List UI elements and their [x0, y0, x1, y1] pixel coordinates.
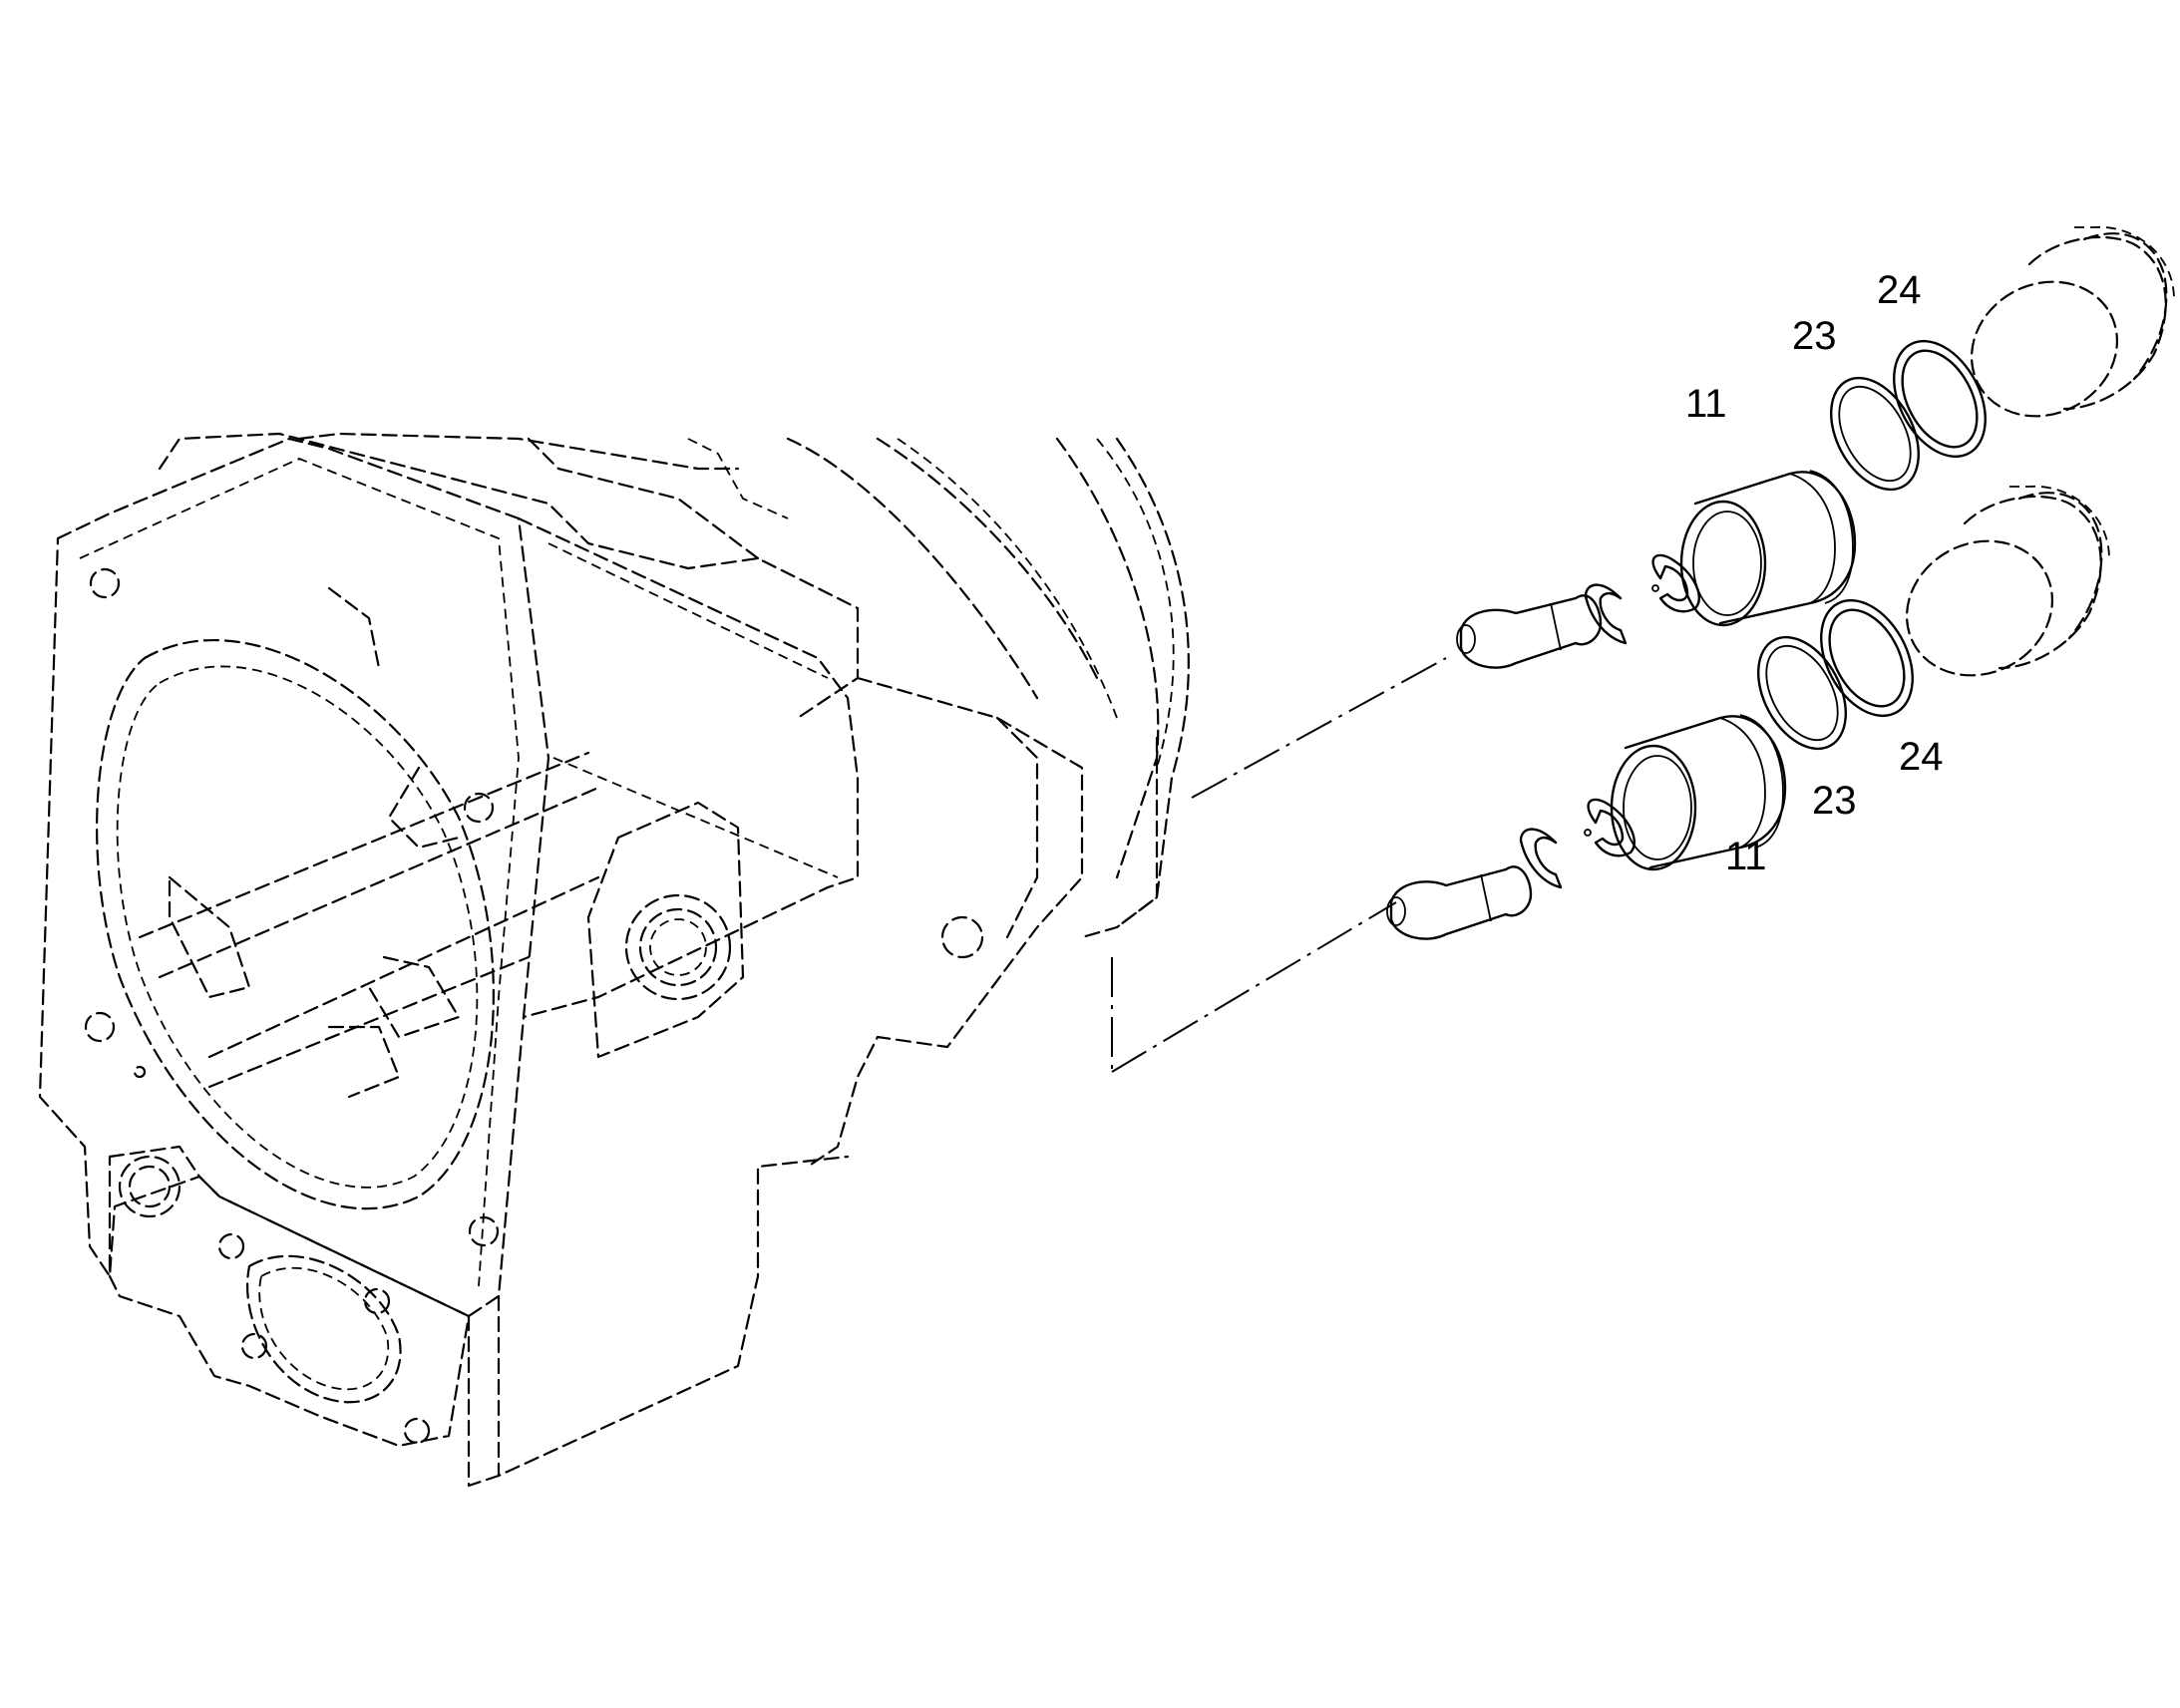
- backup-ring-upper: [1893, 339, 1987, 459]
- pin-upper: [1456, 594, 1603, 669]
- retaining-ring-upper-1: [1584, 583, 1628, 645]
- plug-lower: [1905, 486, 2110, 677]
- callout-labels: 24 23 11 24 23 11: [1685, 268, 1944, 878]
- retaining-ring-lower-2: [1587, 798, 1635, 857]
- callout-11-lower: 11: [1725, 835, 1767, 878]
- sleeve-upper: [1679, 470, 1857, 627]
- o-ring-upper: [1829, 376, 1921, 492]
- callout-24-lower: 24: [1899, 735, 1944, 779]
- plug-upper: [1970, 226, 2175, 418]
- backup-ring-lower: [1820, 598, 1914, 718]
- o-ring-lower: [1756, 635, 1848, 751]
- callout-23-upper: 23: [1792, 314, 1837, 358]
- lower-component-group: [1386, 486, 2110, 940]
- callout-23-lower: 23: [1812, 779, 1857, 823]
- pump-housing: [38, 432, 1190, 1488]
- upper-component-group: [1456, 226, 2175, 669]
- sleeve-lower: [1610, 714, 1787, 871]
- retaining-ring-lower-1: [1519, 828, 1563, 889]
- callout-11-upper: 11: [1685, 382, 1727, 426]
- pin-lower: [1386, 865, 1533, 940]
- center-lines: [1111, 657, 1447, 1073]
- callout-24-upper: 24: [1877, 268, 1922, 312]
- retaining-ring-upper-2: [1651, 553, 1700, 613]
